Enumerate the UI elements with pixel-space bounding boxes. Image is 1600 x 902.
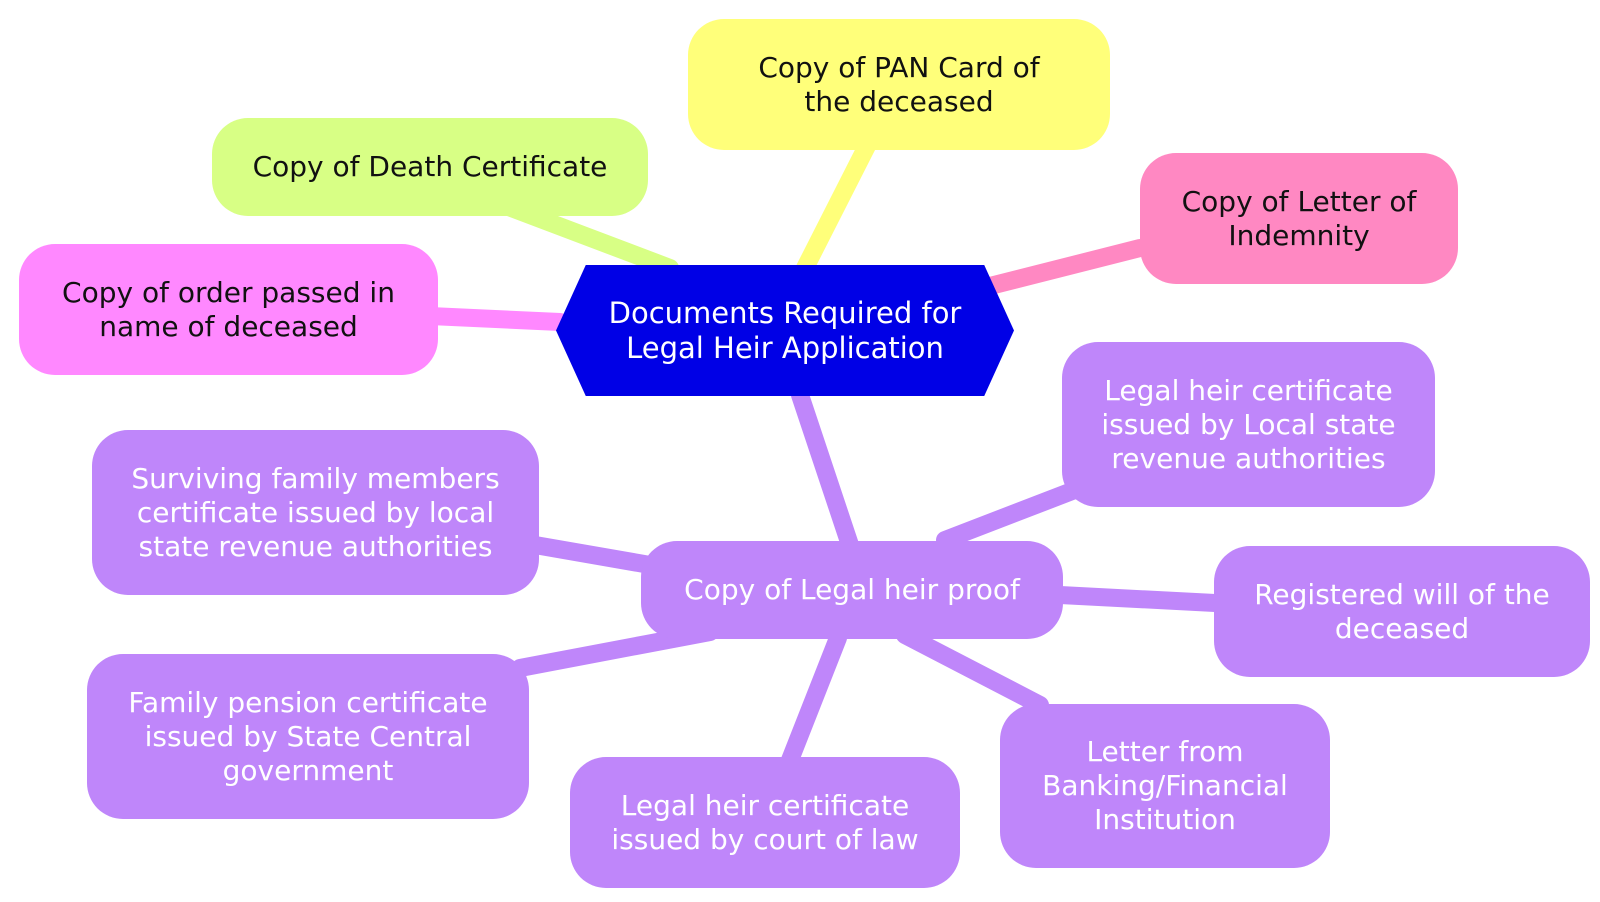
node-legal-heir-proof: Copy of Legal heir proof <box>641 541 1063 639</box>
death-certificate-label: Copy of Death Certificate <box>252 150 608 183</box>
node-registered-will: Registered will of the deceased <box>1214 546 1590 677</box>
edge-proof-surviving-family <box>526 536 659 574</box>
node-revenue-certificate: Legal heir certificate issued by Local s… <box>1062 342 1435 507</box>
court-certificate-label: Legal heir certificate issued by court o… <box>611 788 919 856</box>
surviving-family-label: Surviving family members certificate iss… <box>131 461 500 563</box>
order-passed-label: Copy of order passed in name of deceased <box>62 275 395 343</box>
letter-of-indemnity-label: Copy of Letter of Indemnity <box>1181 184 1417 252</box>
edge-root-order-passed <box>421 307 569 331</box>
edge-proof-court-certificate <box>781 629 847 769</box>
revenue-certificate-label: Legal heir certificate issued by Local s… <box>1101 373 1396 475</box>
registered-will-label: Registered will of the deceased <box>1254 577 1550 645</box>
banking-letter-label: Letter from Banking/Financial Institutio… <box>1042 735 1288 836</box>
root-label: Documents Required for Legal Heir Applic… <box>608 295 962 365</box>
edge-root-pan-card <box>796 131 879 277</box>
legal-heir-proof-label: Copy of Legal heir proof <box>684 573 1020 606</box>
edge-proof-registered-will <box>1051 586 1224 612</box>
node-banking-letter: Letter from Banking/Financial Institutio… <box>1000 704 1330 868</box>
edge-proof-banking-letter <box>896 626 1049 714</box>
node-order-passed: Copy of order passed in name of deceased <box>19 244 438 375</box>
node-family-pension: Family pension certificate issued by Sta… <box>87 654 529 819</box>
node-pan-card: Copy of PAN Card of the deceased <box>688 19 1110 150</box>
edge-root-letter-of-indemnity <box>981 239 1149 295</box>
root-node: Documents Required for Legal Heir Applic… <box>556 265 1014 396</box>
pan-card-label: Copy of PAN Card of the deceased <box>758 50 1040 118</box>
node-surviving-family: Surviving family members certificate iss… <box>92 430 539 595</box>
node-death-certificate: Copy of Death Certificate <box>212 118 648 216</box>
node-letter-of-indemnity: Copy of Letter of Indemnity <box>1140 153 1458 284</box>
node-court-certificate: Legal heir certificate issued by court o… <box>570 757 960 888</box>
edge-proof-revenue-certificate <box>936 479 1089 549</box>
family-pension-label: Family pension certificate issued by Sta… <box>128 685 488 787</box>
edge-root-legal-heir-proof <box>791 386 859 554</box>
